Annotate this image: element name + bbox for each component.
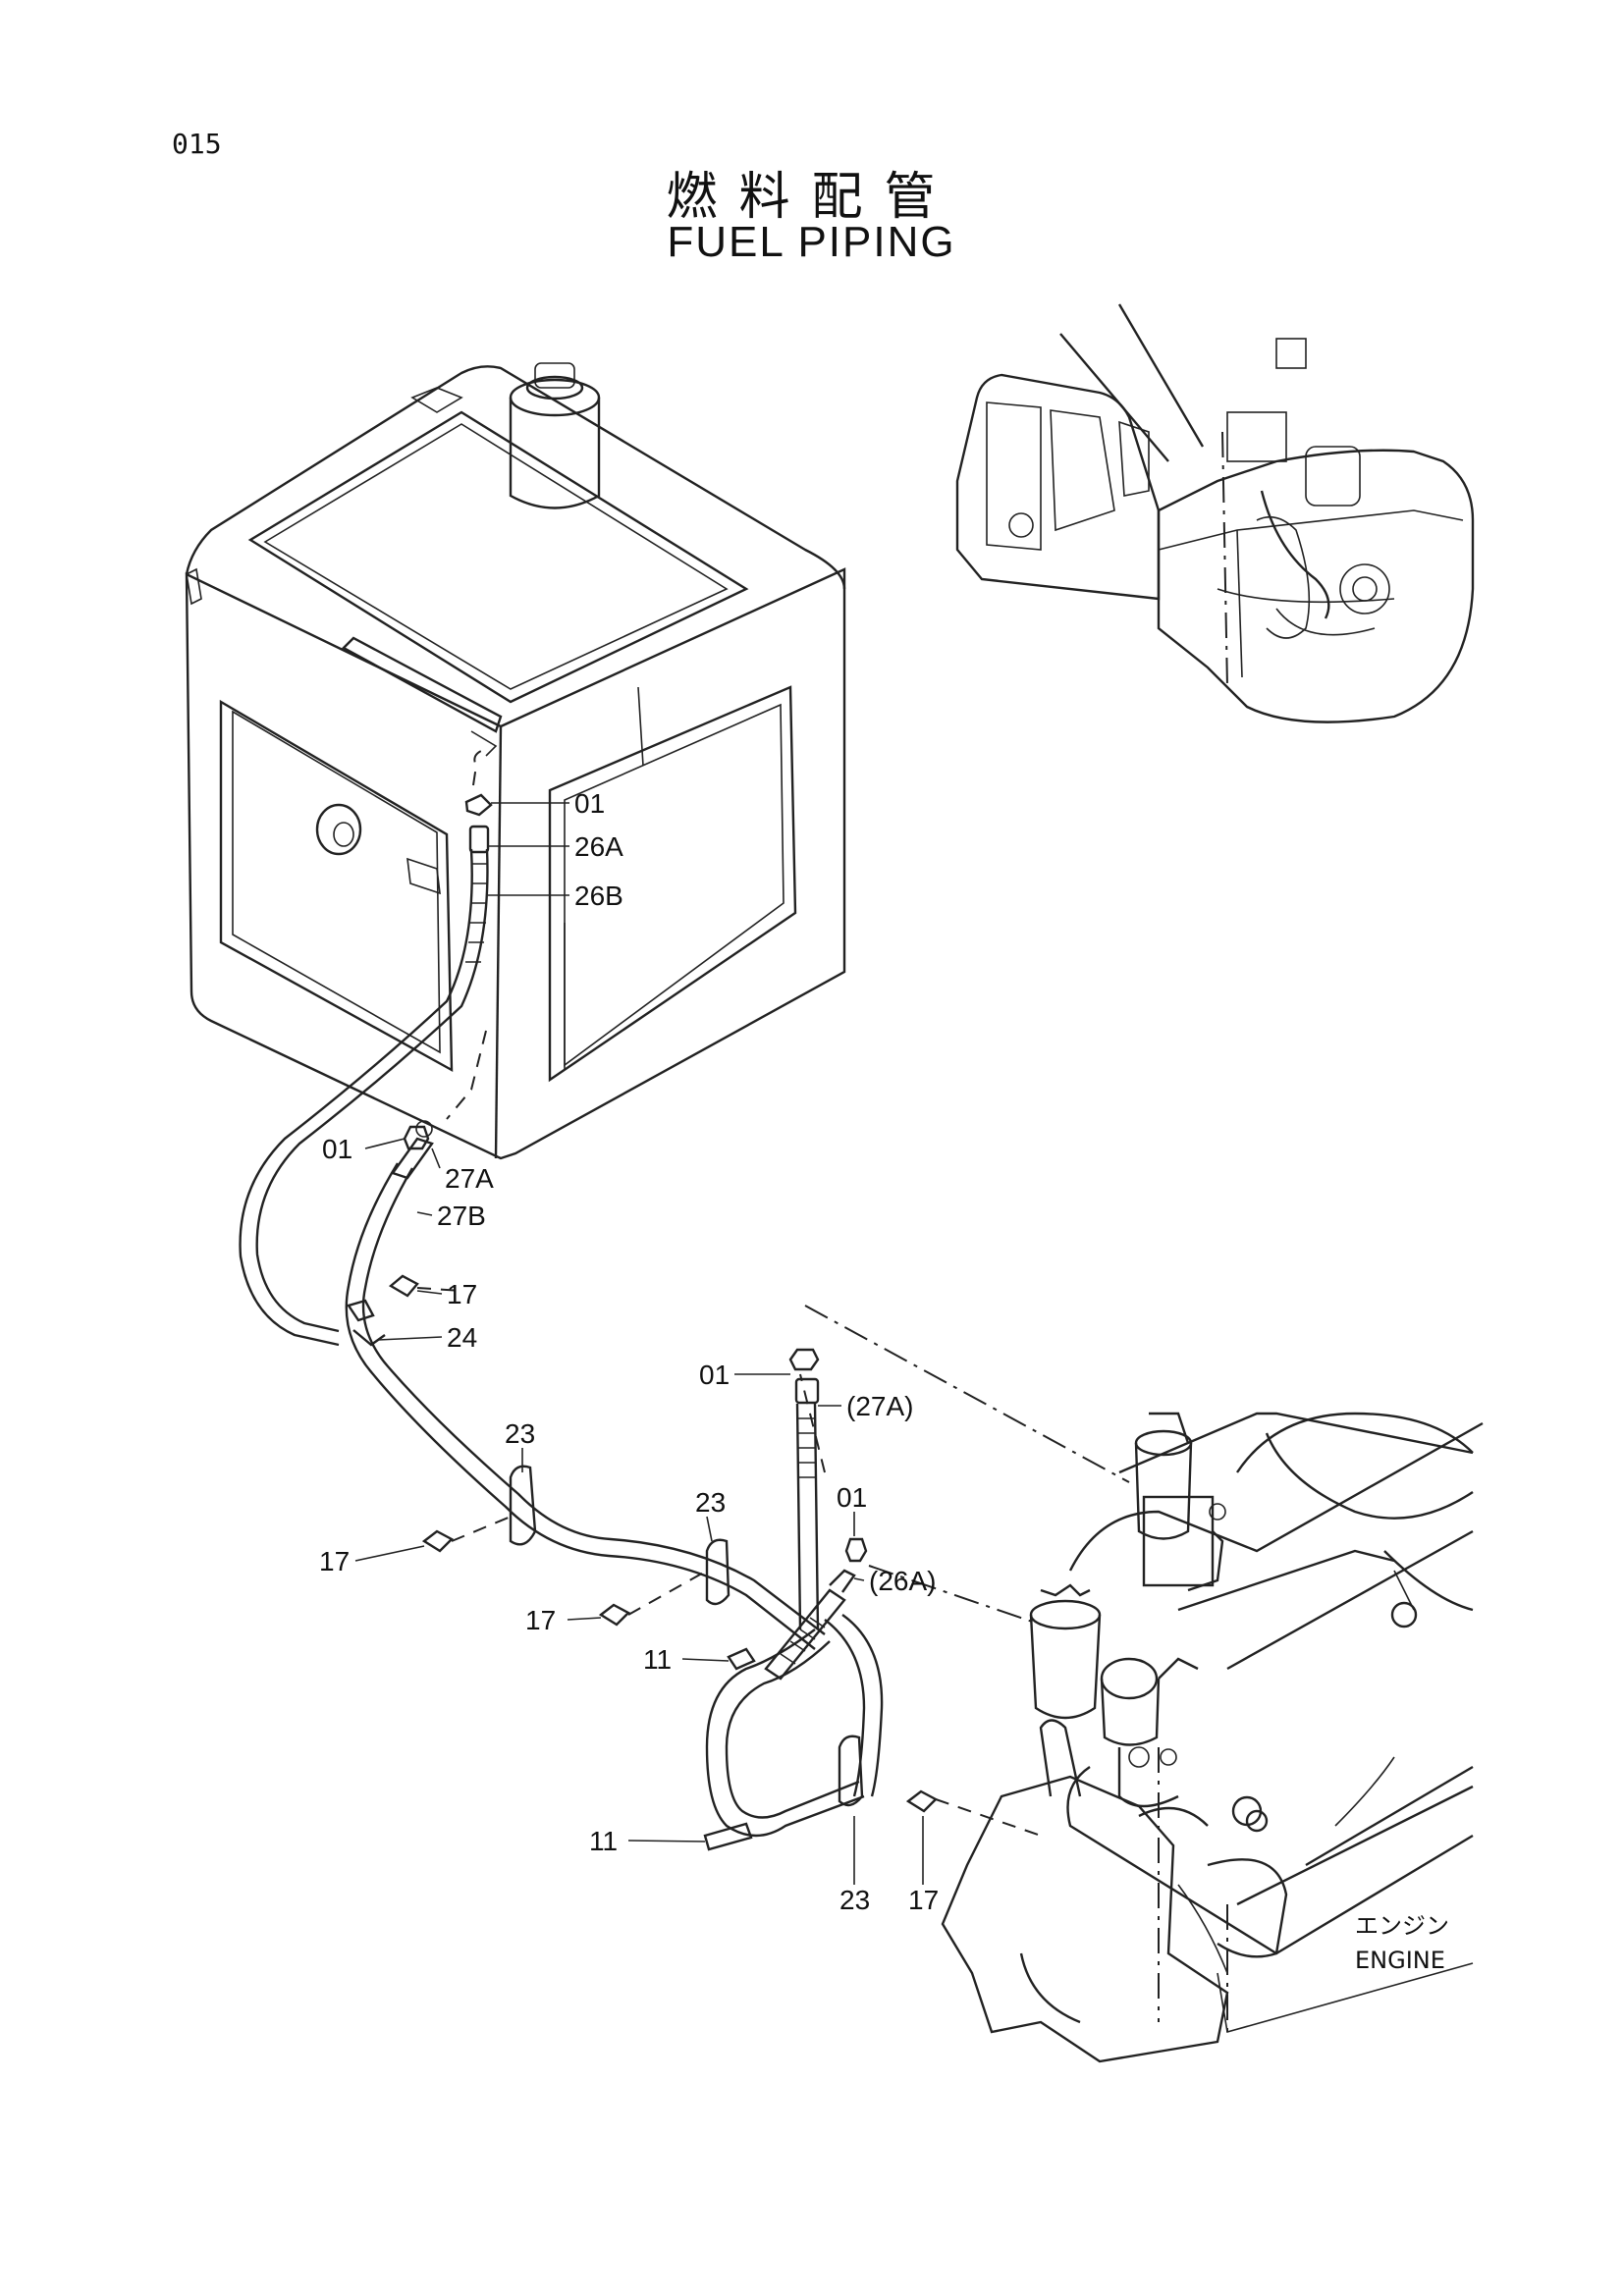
title-english: FUEL PIPING bbox=[667, 218, 956, 266]
callout-01-engine: 01 bbox=[837, 1482, 867, 1513]
callout-23-middle: 23 bbox=[695, 1487, 726, 1518]
part-callouts: 01 26A 26B 01 27A 27B 17 24 01 (27A) 23 … bbox=[319, 788, 939, 1915]
callout-26b: 26B bbox=[574, 881, 623, 911]
fuel-tank-illustration bbox=[185, 362, 846, 1160]
callout-01-pipe-top: 01 bbox=[699, 1360, 730, 1390]
engine-label-english: ENGINE bbox=[1355, 1947, 1445, 1974]
callout-27a: 27A bbox=[445, 1163, 494, 1194]
excavator-overview-illustration bbox=[955, 303, 1475, 723]
callout-24: 24 bbox=[447, 1322, 477, 1353]
fuel-hoses bbox=[239, 825, 884, 1851]
engine-illustration bbox=[941, 1412, 1484, 2063]
callout-01-tank: 01 bbox=[574, 788, 605, 819]
callout-23-lower: 23 bbox=[839, 1885, 870, 1915]
callout-23-left: 23 bbox=[505, 1418, 535, 1449]
callout-26a-ref: (26A) bbox=[869, 1566, 936, 1596]
callout-17-lower: 17 bbox=[908, 1885, 939, 1915]
callout-11-upper: 11 bbox=[643, 1644, 672, 1675]
callout-17-upper: 17 bbox=[447, 1279, 477, 1309]
callout-17-middle: 17 bbox=[525, 1605, 556, 1635]
title-japanese: 燃料配管 bbox=[666, 168, 957, 227]
callout-26a: 26A bbox=[574, 831, 623, 862]
page-number: 015 bbox=[172, 128, 222, 160]
callout-27a-ref: (27A) bbox=[846, 1391, 913, 1421]
engine-label-japanese: エンジン bbox=[1355, 1912, 1449, 1940]
leader-lines bbox=[354, 802, 924, 1885]
callout-11-lower: 11 bbox=[589, 1826, 618, 1856]
callout-01-hose-end: 01 bbox=[322, 1134, 352, 1164]
callout-27b: 27B bbox=[437, 1201, 486, 1231]
callout-17-left: 17 bbox=[319, 1546, 350, 1576]
hardware-parts bbox=[388, 750, 1130, 1837]
